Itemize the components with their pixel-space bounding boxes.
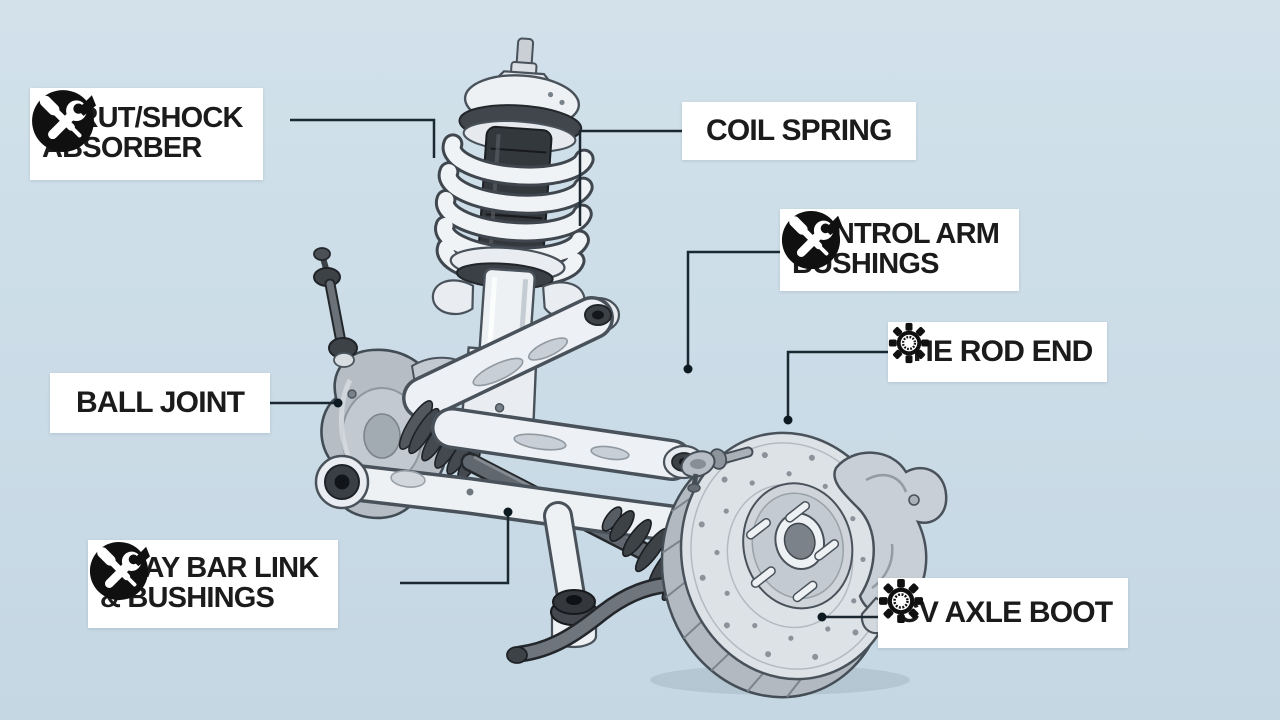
label-text: CV AXLE BOOT xyxy=(898,595,1113,629)
label-coil-spring: COIL SPRING xyxy=(682,102,916,160)
tools-icon xyxy=(32,90,96,152)
lower-control-arm xyxy=(314,407,706,617)
label-ball-joint: BALL JOINT xyxy=(50,373,271,433)
strut-assembly xyxy=(431,37,595,436)
tools-icon xyxy=(781,210,842,270)
label-cv-axle-boot: CV AXLE BOOT xyxy=(878,578,1129,648)
label-sway-bar-link: SWAY BAR LINK & BUSHINGS xyxy=(88,540,339,628)
upper-control-arm xyxy=(402,296,621,420)
label-text: COIL SPRING xyxy=(706,113,892,147)
gear-icon xyxy=(878,578,924,624)
wheel-studs xyxy=(745,501,840,603)
label-tie-rod-end: TIE ROD END xyxy=(888,322,1107,382)
tie-rod-end-part xyxy=(680,446,754,493)
label-strut-shock-absorber: STRUT/SHOCK ABSORBER xyxy=(30,88,263,180)
tools-icon xyxy=(89,541,150,601)
gear-icon xyxy=(888,322,930,364)
sway-bar-link xyxy=(313,247,358,368)
brake-caliper xyxy=(833,451,948,635)
label-text: TIE ROD END xyxy=(908,334,1093,368)
label-control-arm-bushings: CONTROL ARM BUSHINGS xyxy=(780,209,1020,291)
label-text: BALL JOINT xyxy=(76,385,245,419)
